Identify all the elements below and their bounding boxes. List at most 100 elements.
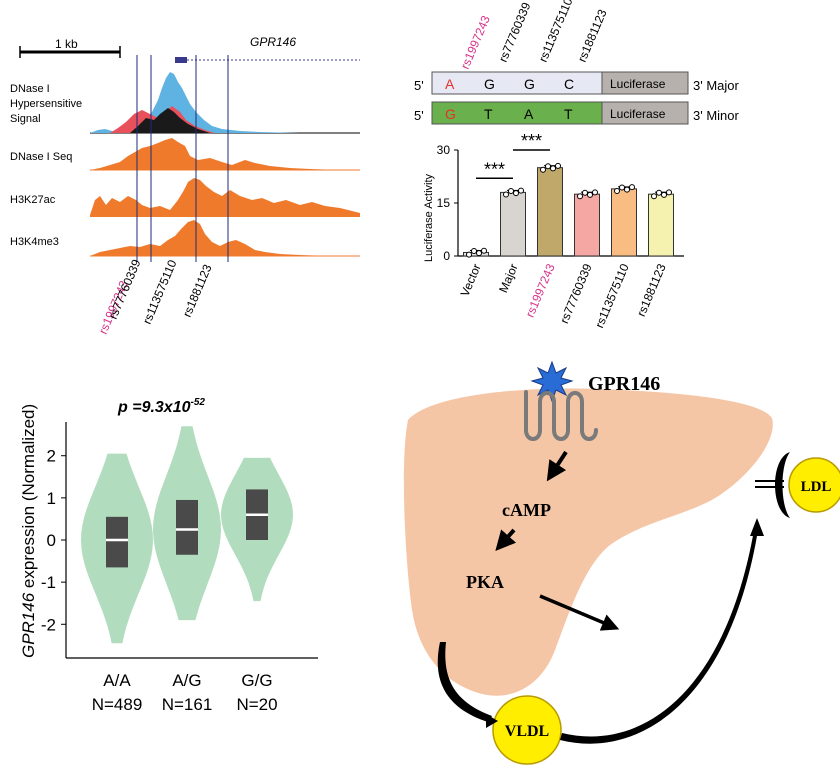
- gene-exon: [175, 57, 187, 63]
- construct-snp-label-rs113575110: rs113575110: [536, 0, 576, 64]
- bar-category-label: rs1997243: [523, 261, 558, 319]
- panel-a-genome-tracks: 1 kb GPR146 DNase I Hypersensitive Signa…: [10, 35, 360, 336]
- bar-y-tick-label: 0: [443, 249, 450, 263]
- minor-base-4: T: [564, 106, 573, 122]
- bar-data-point: [587, 191, 593, 198]
- bar-data-point: [513, 190, 519, 197]
- dnase-seq-signal: [90, 138, 360, 170]
- vldl-label: VLDL: [505, 723, 549, 740]
- h3k4me3-signal: [90, 220, 360, 256]
- bar-data-point: [614, 187, 620, 194]
- bar-data-point: [619, 184, 625, 191]
- bar-data-point: [476, 250, 482, 257]
- violin-n-label: N=161: [162, 695, 213, 714]
- bar-data-point: [466, 251, 472, 258]
- bar-data-point: [577, 193, 583, 200]
- bar-y-tick-label: 30: [437, 143, 451, 157]
- major-base-2: G: [484, 76, 495, 92]
- bar-data-point: [592, 189, 598, 196]
- construct-snp-label-rs77760339: rs77760339: [496, 0, 534, 64]
- violin-y-tick-label: 2: [47, 447, 56, 466]
- major-base-4: C: [564, 76, 574, 92]
- hs-signal-blue: [90, 72, 300, 133]
- snp-label-rs1881123: rs1881123: [180, 262, 215, 319]
- track-label-h3k4me3: H3K4me3: [10, 236, 59, 248]
- bar-data-point: [508, 187, 514, 194]
- pka-label: PKA: [466, 572, 504, 592]
- violin-iqr-box: [106, 516, 128, 568]
- violin-y-tick-label: 0: [47, 531, 56, 550]
- minor-base-2: T: [484, 106, 493, 122]
- bar-data-point: [629, 184, 635, 191]
- construct-snp-label-rs1881123: rs1881123: [575, 7, 610, 64]
- violin-genotype-label: G/G: [241, 671, 272, 690]
- bar-data-point: [651, 193, 657, 200]
- minor-three-prime: 3' Minor: [693, 108, 740, 123]
- major-five-prime: 5': [414, 78, 424, 93]
- p-value-label: p =9.3x10-52: [117, 397, 205, 416]
- bar-category-label: rs77760339: [557, 261, 595, 325]
- panel-c-eqtl: p =9.3x10-52 GPR146 expression (Normaliz…: [19, 397, 318, 714]
- bar-category-label: rs113575110: [592, 261, 632, 330]
- bar-data-point: [481, 247, 487, 254]
- scale-label: 1 kb: [55, 37, 78, 51]
- major-three-prime: 3' Major: [693, 78, 740, 93]
- hs-signal-black: [130, 108, 210, 133]
- snp-label-rs113575110: rs113575110: [140, 258, 180, 327]
- bar-y-tick-label: 15: [437, 196, 451, 210]
- track-label-dnase-seq: DNase I Seq: [10, 151, 72, 163]
- bar-data-point: [661, 191, 667, 198]
- bar-rs113575110: [611, 188, 637, 257]
- bar-category-label: Vector: [458, 262, 484, 299]
- violin-y-tick-label: 1: [47, 489, 56, 508]
- construct-snp-label-rs1997243: rs1997243: [458, 13, 493, 71]
- major-base-3: G: [524, 76, 535, 92]
- snp-label-rs77760339: rs77760339: [106, 257, 144, 321]
- sig-stars-1: ***: [484, 159, 505, 179]
- gpr146-label: GPR146: [588, 373, 660, 395]
- bar-data-point: [503, 191, 509, 198]
- violin-ylabel: GPR146 expression (Normalized): [19, 404, 38, 658]
- major-base-1: A: [445, 76, 455, 92]
- major-luciferase-label: Luciferase: [610, 77, 666, 91]
- bar-data-point: [555, 162, 561, 169]
- bar-data-point: [656, 189, 662, 196]
- arrow-camp-to-pka: [495, 528, 517, 551]
- violin-n-label: N=489: [92, 695, 143, 714]
- bar-data-point: [666, 189, 672, 196]
- minor-luciferase-box: [601, 101, 689, 125]
- bar-data-point: [540, 166, 546, 173]
- vldl-particle: [492, 695, 562, 765]
- track-label-h3k27ac: H3K27ac: [10, 194, 56, 206]
- bar-data-point: [624, 186, 630, 193]
- arrowhead-vldl-in: [486, 714, 498, 728]
- major-construct-bar: [431, 71, 603, 95]
- track-label-dnase-hs: DNase I Hypersensitive Signal: [10, 83, 85, 125]
- bar-data-point: [471, 248, 477, 255]
- bar-major: [500, 191, 526, 257]
- arrowhead-ldl-in: [750, 518, 764, 536]
- bar-data-point: [550, 165, 556, 172]
- violin-iqr-box: [176, 499, 198, 555]
- bar-data-point: [545, 163, 551, 170]
- violin-y-tick-label: -1: [41, 573, 56, 592]
- ldl-receptor-icon: [775, 452, 790, 518]
- ldl-particle: [788, 457, 840, 513]
- violin-genotype-label: A/G: [172, 671, 201, 690]
- minor-base-1: G: [445, 106, 456, 122]
- sig-stars-2: ***: [521, 131, 542, 151]
- violin-genotype-label: A/A: [103, 671, 131, 690]
- gpcr-receptor-icon: [524, 390, 598, 441]
- major-luciferase-box: [601, 71, 689, 95]
- minor-base-3: A: [524, 106, 534, 122]
- minor-five-prime: 5': [414, 108, 424, 123]
- liver-shape: [403, 388, 773, 696]
- violin-n-label: N=20: [236, 695, 277, 714]
- ldl-label: LDL: [801, 479, 832, 495]
- arrow-gpr146-to-camp: [546, 450, 568, 482]
- arrow-liver-to-vldl: [437, 642, 492, 722]
- bar-rs1997243: [537, 167, 563, 257]
- camp-label: cAMP: [502, 500, 551, 520]
- bar-category-label: rs1881123: [634, 261, 669, 318]
